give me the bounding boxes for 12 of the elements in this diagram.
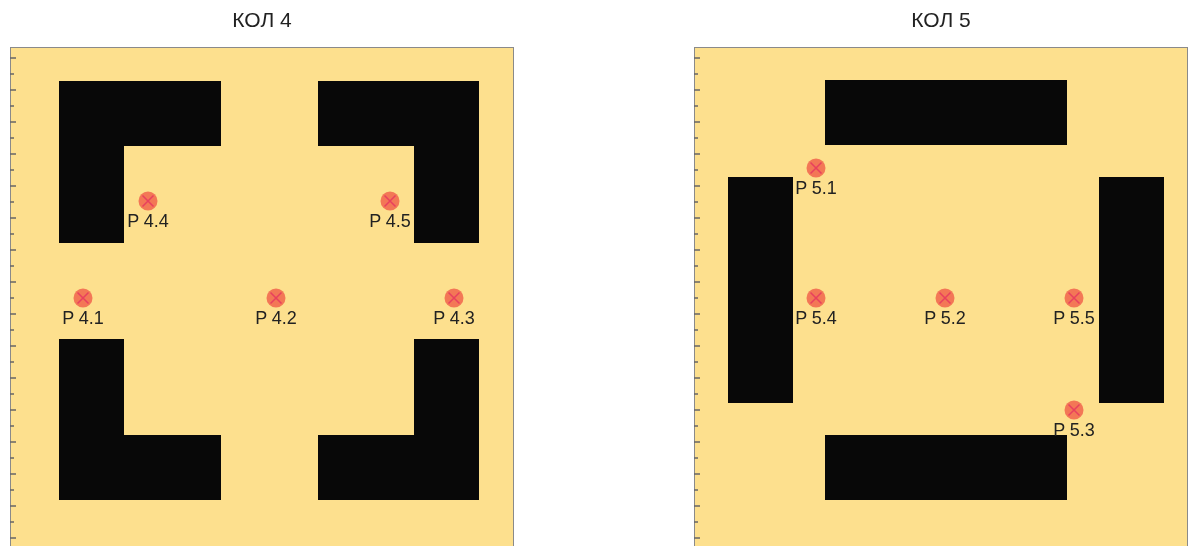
point-label: P 5.5 — [1053, 308, 1095, 329]
point-label: P 4.4 — [127, 211, 169, 232]
point-label: P 4.5 — [369, 211, 411, 232]
point-label: P 5.1 — [795, 178, 837, 199]
point-label: P 4.2 — [255, 308, 297, 329]
point-label: P 5.4 — [795, 308, 837, 329]
point-label: P 4.1 — [62, 308, 104, 329]
panel-title: КОЛ 5 — [910, 8, 972, 32]
point-label: P 5.2 — [924, 308, 966, 329]
point-label: P 5.3 — [1053, 420, 1095, 441]
panel-title: КОЛ 4 — [231, 8, 293, 32]
point-label: P 4.3 — [433, 308, 475, 329]
